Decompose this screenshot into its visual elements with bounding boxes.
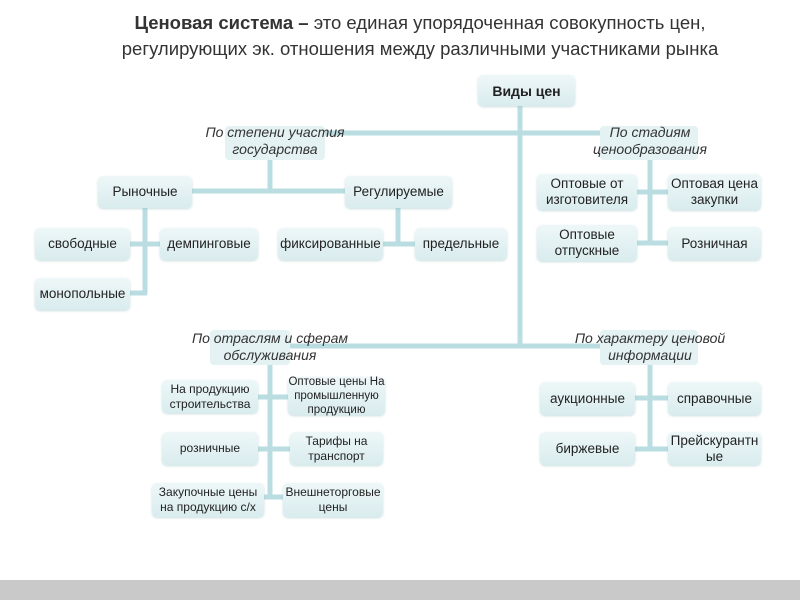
title-definition-line2: регулирующих эк. отношения между различн… xyxy=(121,38,719,59)
category-state-participation: По степени участия государства xyxy=(205,124,345,157)
bottom-band xyxy=(0,580,800,600)
category-background xyxy=(210,330,290,365)
node-construction: На продукцию строительства xyxy=(162,380,258,413)
node-dumping: демпинговые xyxy=(160,228,258,260)
category-sectors: По отраслям и сферам обслуживания xyxy=(191,330,349,363)
node-industrial-wholesale: Оптовые цены На промышленную продукцию xyxy=(288,376,385,416)
node-wholesale-manufacturer: Оптовые от изготовителя xyxy=(537,174,637,210)
node-regulated: Регулируемые xyxy=(345,176,452,208)
node-wholesale-purchase: Оптовая цена закупки xyxy=(668,174,761,210)
node-exchange: биржевые xyxy=(540,432,635,465)
node-auction: аукционные xyxy=(540,382,635,415)
node-reference: справочные xyxy=(668,382,761,415)
category-background xyxy=(225,126,325,160)
node-free: свободные xyxy=(35,228,130,260)
node-wholesale-release: Оптовые отпускные xyxy=(537,225,637,261)
category-pricing-stages: По стадиям ценообразования xyxy=(592,124,708,157)
category-background xyxy=(600,330,698,365)
node-fixed: фиксированные xyxy=(278,228,383,260)
node-monopoly: монопольные xyxy=(35,278,130,310)
node-market: Рыночные xyxy=(98,176,192,208)
node-price-list: Прейскурантные xyxy=(668,432,761,465)
node-retail-sector: розничные xyxy=(162,432,258,465)
node-foreign-trade: Внешнеторговые цены xyxy=(283,483,383,517)
root-node: Виды цен xyxy=(478,75,575,106)
title-definition-line1: это единая упорядоченная совокупность це… xyxy=(308,12,706,33)
node-transport-tariffs: Тарифы на транспорт xyxy=(290,432,383,465)
title-term: Ценовая система – xyxy=(134,12,309,33)
node-agri-purchase: Закупочные цены на продукцию с/х xyxy=(152,483,264,517)
category-price-info: По характеру ценовой информации xyxy=(574,330,726,363)
node-retail: Розничная xyxy=(668,227,761,260)
slide-title: Ценовая система – это единая упорядоченн… xyxy=(40,10,800,62)
category-background xyxy=(600,126,698,160)
node-limit: предельные xyxy=(415,228,507,260)
